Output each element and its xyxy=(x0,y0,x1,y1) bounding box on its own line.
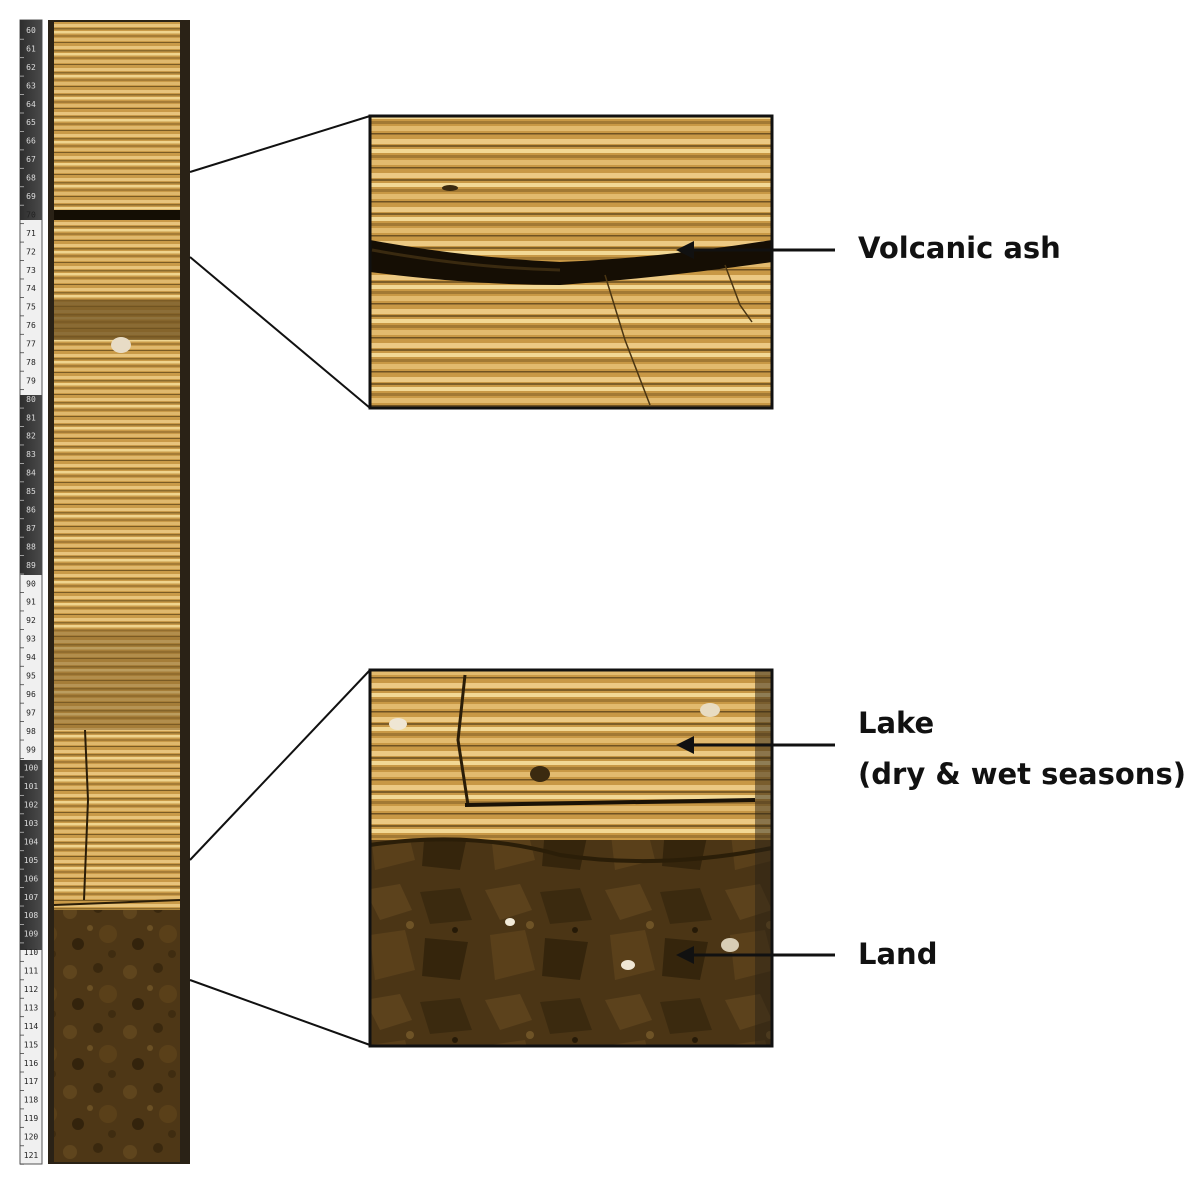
label-lake: Lake xyxy=(858,706,935,740)
ruler-tick-label: 97 xyxy=(26,708,36,717)
label-lake-seasons: (dry & wet seasons) xyxy=(858,757,1186,791)
ruler-tick-label: 90 xyxy=(26,579,36,588)
ruler-tick-label: 93 xyxy=(26,635,36,644)
ruler-tick-label: 118 xyxy=(24,1096,39,1105)
ruler-tick-label: 76 xyxy=(26,321,36,330)
ruler-tick-label: 70 xyxy=(26,210,36,219)
ruler-tick-label: 110 xyxy=(24,948,39,957)
ruler-tick-label: 75 xyxy=(26,303,36,312)
ruler-tick-label: 89 xyxy=(26,561,36,570)
ruler-tick-label: 83 xyxy=(26,450,36,459)
ruler-tick-label: 81 xyxy=(26,413,36,422)
ruler-tick-label: 73 xyxy=(26,266,36,275)
ruler-tick-label: 88 xyxy=(26,542,36,551)
ruler-tick-label: 78 xyxy=(26,358,36,367)
core-ash-layer xyxy=(54,210,180,220)
zoom-connectors xyxy=(189,115,371,1046)
ruler-tick-label: 68 xyxy=(26,174,36,183)
ruler-tick-label: 72 xyxy=(26,247,36,256)
ruler-tick-label: 67 xyxy=(26,155,36,164)
annotation-arrows xyxy=(676,241,835,964)
ruler-tick-label: 62 xyxy=(26,63,36,72)
ruler-tick-label: 64 xyxy=(26,100,36,109)
ruler-tick-label: 86 xyxy=(26,506,36,515)
ruler-tick-label: 65 xyxy=(26,118,36,127)
ruler-tick-label: 116 xyxy=(24,1059,39,1068)
ruler-tick-label: 109 xyxy=(24,930,39,939)
ruler-tick-label: 105 xyxy=(24,856,39,865)
ruler-tick-label: 63 xyxy=(26,81,36,90)
core-soil-section xyxy=(54,910,180,1162)
ruler-tick-label: 84 xyxy=(26,469,36,478)
zoom-panel-volcanic-ash xyxy=(368,114,774,410)
ruler-tick-label: 69 xyxy=(26,192,36,201)
ruler-tick-label: 94 xyxy=(26,653,36,662)
ruler-tick-label: 61 xyxy=(26,44,36,53)
label-volcanic-ash: Volcanic ash xyxy=(858,231,1061,265)
ruler-tick-label: 108 xyxy=(24,911,39,920)
ruler-tick-labels: 60 61 62 63 64 65 66 67 68 69 70 71 72 73 74 75 76 77 78 79… xyxy=(20,26,39,1165)
core-column: 60 61 62 63 64 65 66 67 68 69 70 71 72 73 74 75 76 77 78 79… xyxy=(19,19,190,1165)
ruler-tick-label: 98 xyxy=(26,727,36,736)
ruler-tick-label: 117 xyxy=(24,1077,39,1086)
ruler-tick-label: 74 xyxy=(26,284,36,293)
ruler-tick-label: 100 xyxy=(24,764,39,773)
ruler-tick-label: 102 xyxy=(24,801,39,810)
ruler-tick-label: 104 xyxy=(24,837,39,846)
ruler-tick-label: 79 xyxy=(26,376,36,385)
core-upper-laminae xyxy=(54,22,180,212)
ruler-tick-label: 103 xyxy=(24,819,39,828)
ruler-tick-label: 85 xyxy=(26,487,36,496)
ruler-tick-label: 96 xyxy=(26,690,36,699)
ruler-tick-label: 82 xyxy=(26,432,36,441)
ruler-tick-label: 107 xyxy=(24,893,39,902)
ruler-tick-label: 60 xyxy=(26,26,36,35)
ruler-tick-label: 77 xyxy=(26,340,36,349)
ruler-tick-label: 71 xyxy=(26,229,36,238)
ruler-tick-label: 113 xyxy=(24,1003,39,1012)
ruler-tick-label: 66 xyxy=(26,137,36,146)
ruler-tick-label: 80 xyxy=(26,395,36,404)
label-land: Land xyxy=(858,937,938,971)
ruler-tick-label: 114 xyxy=(24,1022,39,1031)
ruler-tick-label: 115 xyxy=(24,1040,39,1049)
zoom-panel-lake-land xyxy=(368,668,774,1048)
ruler-tick-label: 87 xyxy=(26,524,36,533)
ruler-tick-label: 120 xyxy=(24,1133,39,1142)
ruler-tick-label: 95 xyxy=(26,671,36,680)
ruler-tick-label: 106 xyxy=(24,874,39,883)
ruler-tick-label: 111 xyxy=(24,967,39,976)
ruler-tick-label: 112 xyxy=(24,985,39,994)
ruler-tick-label: 91 xyxy=(26,598,36,607)
ruler-tick-label: 119 xyxy=(24,1114,39,1123)
ruler-tick-label: 92 xyxy=(26,616,36,625)
ruler-tick-label: 121 xyxy=(24,1151,39,1160)
ruler-tick-label: 101 xyxy=(24,782,39,791)
ruler-tick-label: 99 xyxy=(26,745,36,754)
